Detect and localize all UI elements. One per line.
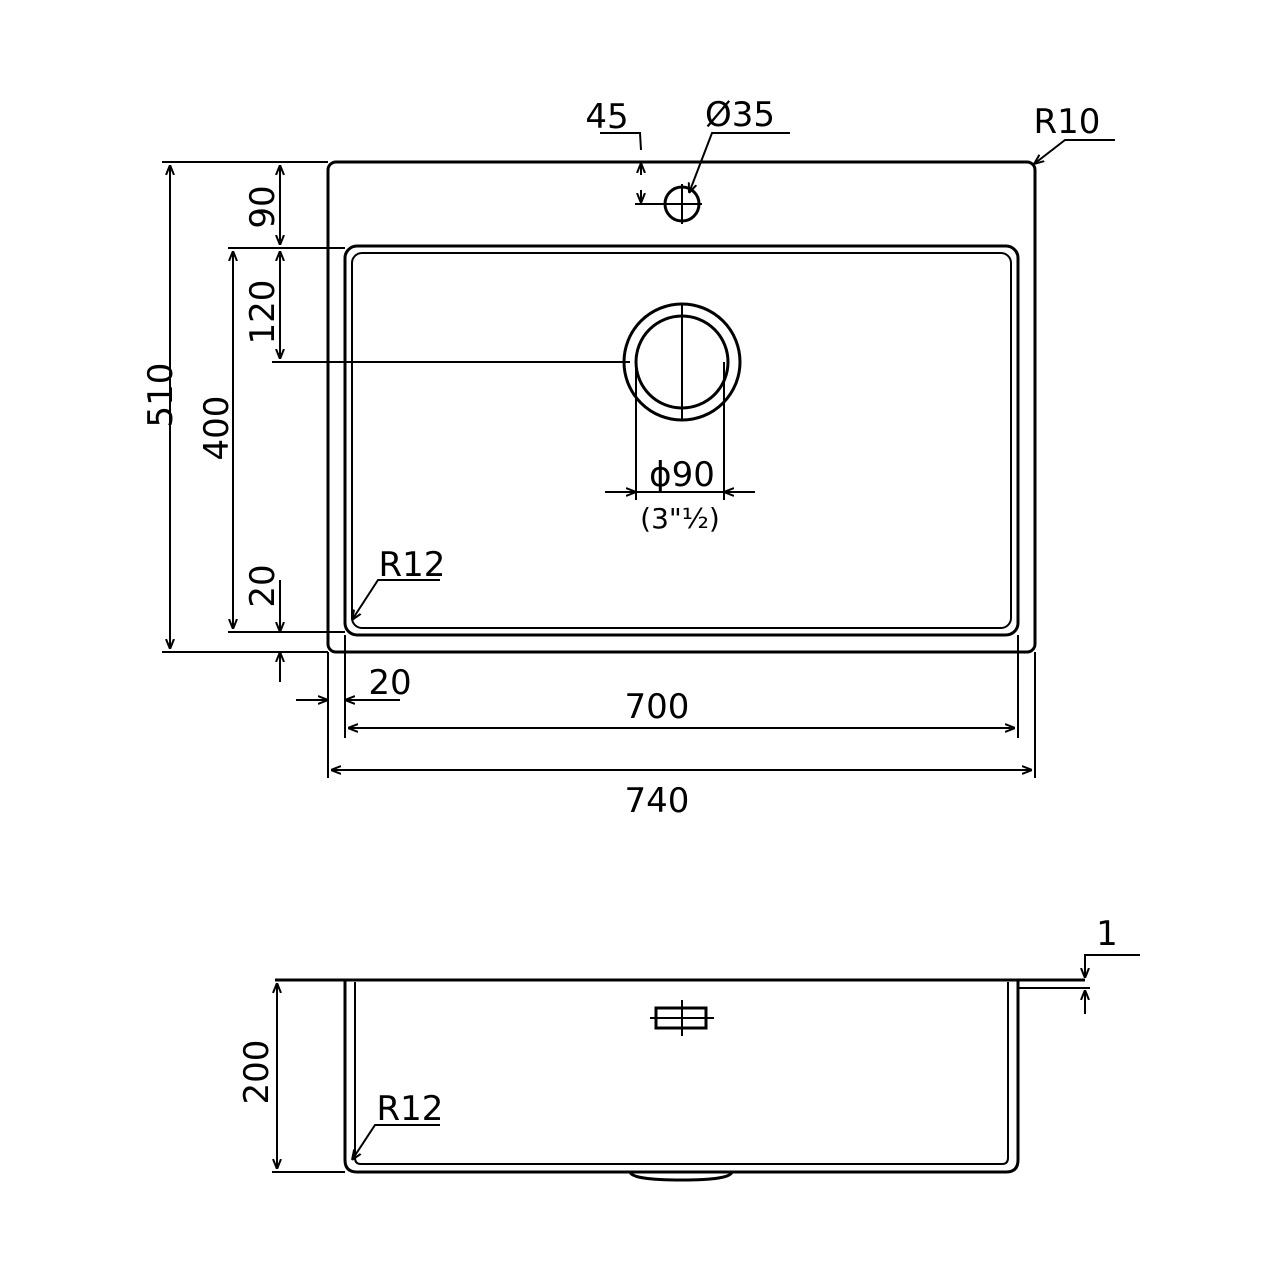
drain-diameter-inch-label: (3"½) xyxy=(640,502,720,535)
drain-diameter-label: ϕ90 xyxy=(649,455,715,495)
bowl-inner-outline xyxy=(351,252,1012,629)
extension-lines xyxy=(162,161,1036,778)
dim-overall-width: 740 xyxy=(625,781,690,821)
side-radius-label: R12 xyxy=(377,1089,444,1129)
dim-side-margin: 20 xyxy=(368,663,411,703)
tap-offset-label: 45 xyxy=(585,97,628,137)
dim-overall-depth: 510 xyxy=(141,363,181,428)
bowl-profile xyxy=(343,980,1020,1174)
dim-height: 200 xyxy=(237,1040,277,1105)
top-view: 510 400 90 120 20 20 700 740 ϕ90 (3"½) 4… xyxy=(141,95,1115,821)
tap-hole-label: Ø35 xyxy=(705,95,775,135)
dim-front-to-bowl: 90 xyxy=(243,185,283,228)
side-view: 200 1 R12 xyxy=(237,914,1140,1182)
dim-rim: 1 xyxy=(1096,914,1118,954)
drain-outlet xyxy=(628,1171,734,1182)
bowl-radius-label: R12 xyxy=(379,545,446,585)
sink-outline xyxy=(326,160,1037,654)
dim-bowl-back-margin: 20 xyxy=(243,564,283,607)
dim-bowl-width: 700 xyxy=(625,687,690,727)
outer-radius-label: R10 xyxy=(1034,102,1101,142)
bowl-outline xyxy=(343,244,1020,637)
dim-bowl-to-drain: 120 xyxy=(243,280,283,345)
dim-bowl-depth: 400 xyxy=(197,396,237,461)
